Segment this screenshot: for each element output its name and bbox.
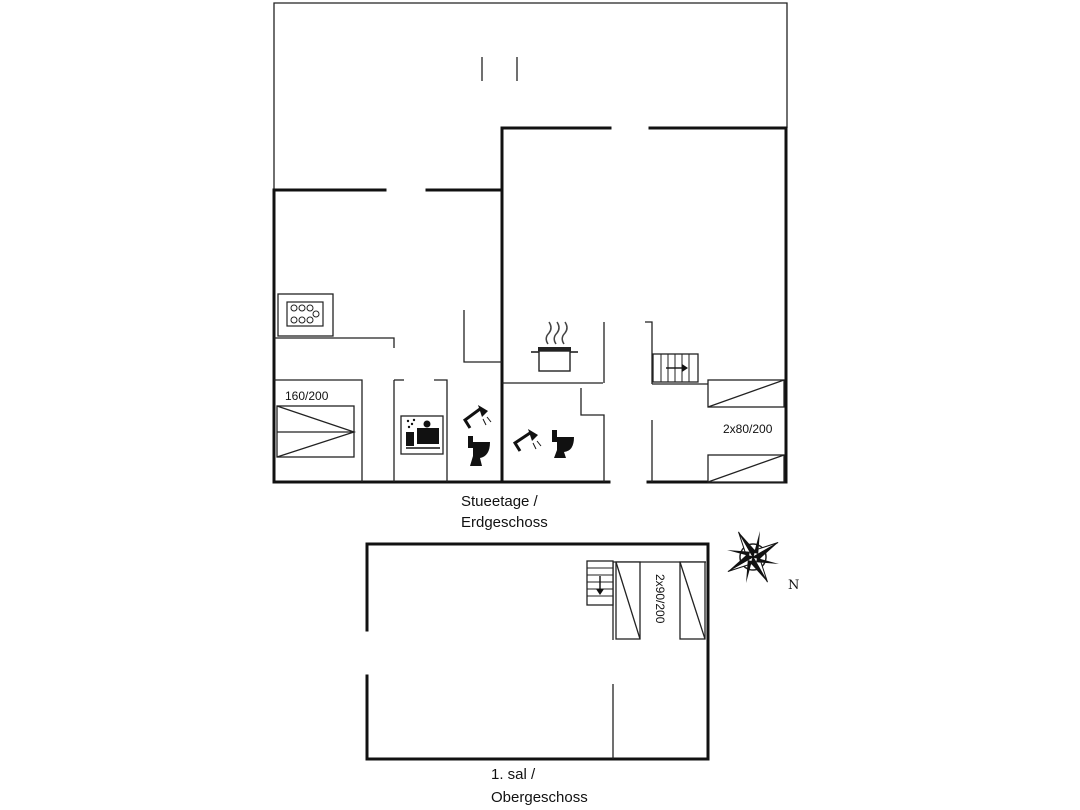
interior-wall [463, 310, 502, 363]
single-bed [679, 561, 706, 640]
single-bed [615, 561, 641, 640]
bed-size-label: 160/200 [285, 389, 329, 403]
single-bed [707, 454, 785, 483]
double-bed [276, 405, 357, 458]
compass-north-label: N [788, 578, 799, 593]
bed-size-label: 2x90/200 [653, 574, 667, 624]
interior-wall [274, 379, 363, 482]
shower-icon [462, 405, 492, 429]
toilet-icon [552, 430, 574, 458]
bed-size-label: 2x80/200 [723, 422, 773, 436]
exterior-wall [365, 542, 710, 761]
floor-label: Obergeschoss [491, 789, 588, 806]
single-bed [707, 379, 785, 408]
interior-wall [580, 388, 605, 482]
exterior-wall [425, 126, 612, 192]
exterior-wall [272, 188, 611, 484]
compass-rose-icon [727, 531, 779, 583]
floor-label: Stueetage / [461, 493, 539, 510]
interior-wall [645, 321, 653, 384]
stairs-down-icon [586, 560, 614, 606]
upper-floor: 2x90/200 1. sal / Obergeschoss [365, 542, 710, 806]
sauna-icon [400, 415, 444, 455]
floor-label: 1. sal / [491, 766, 536, 783]
floor-label: Erdgeschoss [461, 514, 548, 531]
interior-wall [274, 337, 395, 348]
terrace-outline [273, 2, 788, 190]
cooking-pot-icon [531, 321, 578, 372]
stove-icon [277, 293, 334, 337]
shower-icon [512, 429, 542, 452]
interior-wall [434, 379, 448, 482]
stairs-up-icon [652, 353, 699, 383]
ground-floor: 160/200 [272, 2, 788, 531]
toilet-icon [468, 436, 490, 466]
